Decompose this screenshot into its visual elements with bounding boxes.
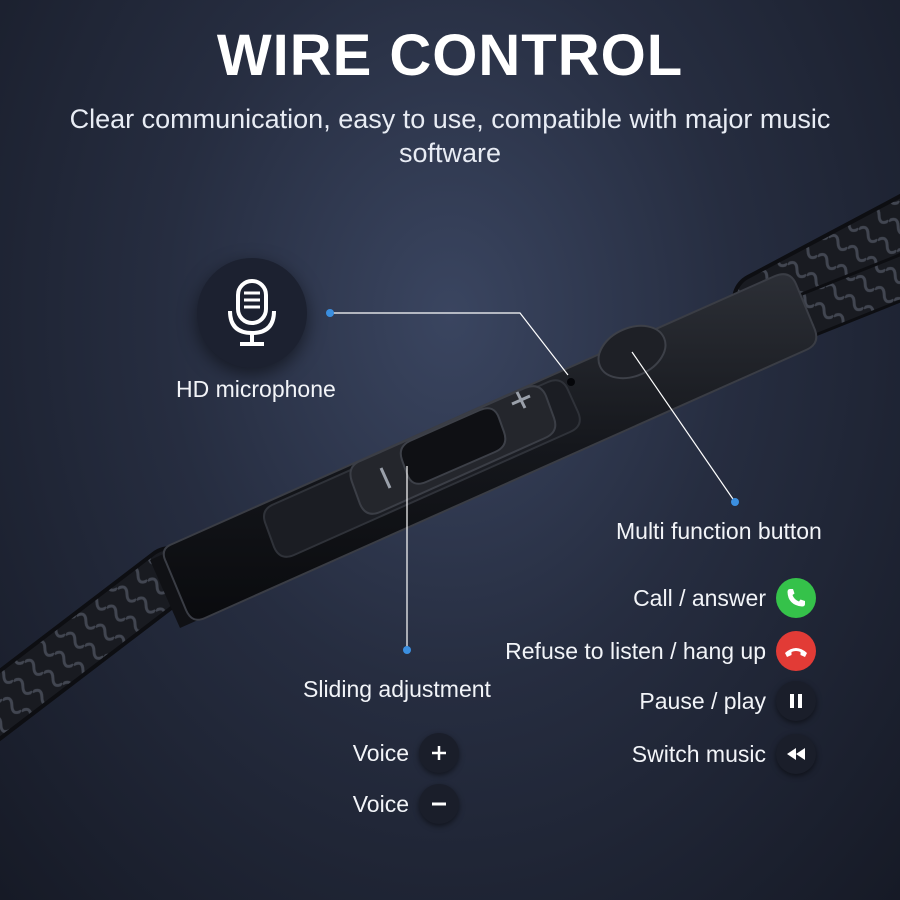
microphone-icon [197,258,307,368]
hang-up-row: Refuse to listen / hang up [505,631,816,671]
voice-down-label: Voice [352,790,409,817]
phone-answer-icon [776,578,816,618]
hang-up-label: Refuse to listen / hang up [505,637,766,664]
cable-left [0,546,199,742]
pause-icon [776,681,816,721]
hd-microphone-label: HD microphone [176,376,336,402]
voice-down-row: Voice [353,784,459,824]
call-answer-label: Call / answer [633,584,766,611]
plus-icon [419,733,459,773]
switch-music-label: Switch music [631,740,766,767]
voice-up-row: Voice [353,733,459,773]
call-answer-row: Call / answer [633,578,816,618]
page-title: WIRE CONTROL [216,23,684,88]
phone-hangup-icon [776,631,816,671]
minus-icon [419,784,459,824]
voice-up-label: Voice [352,739,409,766]
multi-function-label: Multi function button [616,518,822,544]
page-subtitle: Clear communication, easy to use, compat… [69,104,831,168]
rewind-icon [776,734,816,774]
remote-body [150,273,818,628]
callout-lines [326,309,739,654]
pause-play-label: Pause / play [639,687,766,714]
switch-music-row: Switch music [632,734,816,774]
pause-play-row: Pause / play [639,681,816,721]
sliding-adjustment-label: Sliding adjustment [303,676,491,702]
